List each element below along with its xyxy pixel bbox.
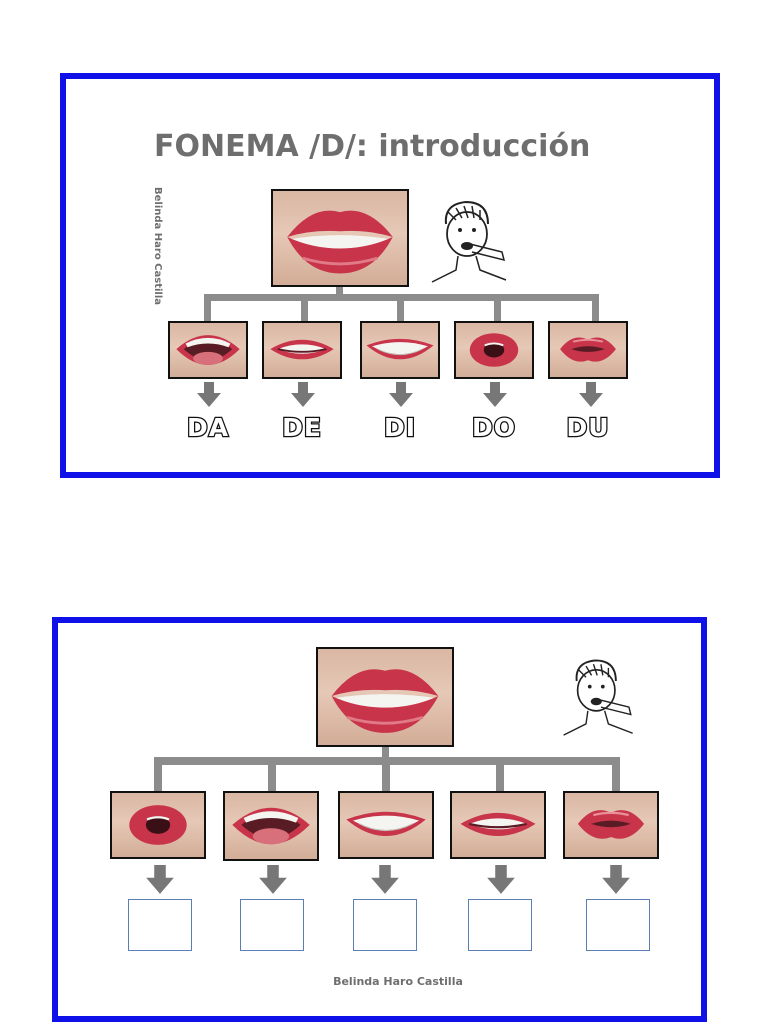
- syllable-da: DA: [186, 412, 230, 444]
- mouth-pucker-u-icon: [563, 791, 659, 859]
- mouth-round-o-icon: [454, 321, 534, 379]
- tree-connector: [301, 294, 308, 322]
- syllable-du: DU: [565, 412, 610, 444]
- mouth-closed-lips-icon: [316, 647, 454, 747]
- tree-connector: [397, 294, 404, 322]
- syllable-do: DO: [471, 412, 517, 444]
- syllable-de: DE: [281, 412, 322, 444]
- down-arrow-icon: [482, 382, 508, 408]
- child-tongue-teeth-drawing-icon: [426, 194, 516, 284]
- tree-connector: [154, 757, 162, 791]
- down-arrow-icon: [601, 865, 631, 895]
- syllable-di: DI: [383, 412, 417, 444]
- mouth-smile-teeth-icon: [450, 791, 546, 859]
- tree-connector: [382, 757, 390, 791]
- down-arrow-icon: [388, 382, 414, 408]
- down-arrow-icon: [578, 382, 604, 408]
- answer-box-1[interactable]: [128, 899, 192, 951]
- author-credit: Belinda Haro Castilla: [333, 975, 463, 988]
- mouth-wide-smile-icon: [360, 321, 440, 379]
- tree-connector: [494, 294, 501, 322]
- mouth-wide-smile-icon: [338, 791, 434, 859]
- mouth-pucker-u-icon: [548, 321, 628, 379]
- author-credit-vertical: Belinda Haro Castilla: [152, 187, 163, 306]
- child-tongue-teeth-drawing-icon: [558, 653, 642, 737]
- answer-box-3[interactable]: [353, 899, 417, 951]
- tree-connector: [382, 747, 389, 763]
- mouth-closed-lips-icon: [271, 189, 409, 287]
- down-arrow-icon: [370, 865, 400, 895]
- tree-connector: [612, 757, 620, 791]
- down-arrow-icon: [145, 865, 175, 895]
- mouth-smile-teeth-icon: [262, 321, 342, 379]
- down-arrow-icon: [258, 865, 288, 895]
- tree-connector: [268, 757, 276, 791]
- tree-connector: [204, 294, 211, 322]
- answer-box-5[interactable]: [586, 899, 650, 951]
- tree-connector: [496, 757, 504, 791]
- mouth-open-wide-icon: [223, 791, 319, 861]
- phoneme-card-intro: FONEMA /D/: introducción Belinda Haro Ca…: [60, 73, 720, 478]
- answer-box-4[interactable]: [468, 899, 532, 951]
- mouth-round-o-icon: [110, 791, 206, 859]
- phoneme-card-exercise: Belinda Haro Castilla: [52, 617, 707, 1022]
- down-arrow-icon: [486, 865, 516, 895]
- down-arrow-icon: [290, 382, 316, 408]
- answer-box-2[interactable]: [240, 899, 304, 951]
- tree-connector: [592, 294, 599, 322]
- down-arrow-icon: [196, 382, 222, 408]
- mouth-open-wide-icon: [168, 321, 248, 379]
- page-title: FONEMA /D/: introducción: [154, 129, 591, 164]
